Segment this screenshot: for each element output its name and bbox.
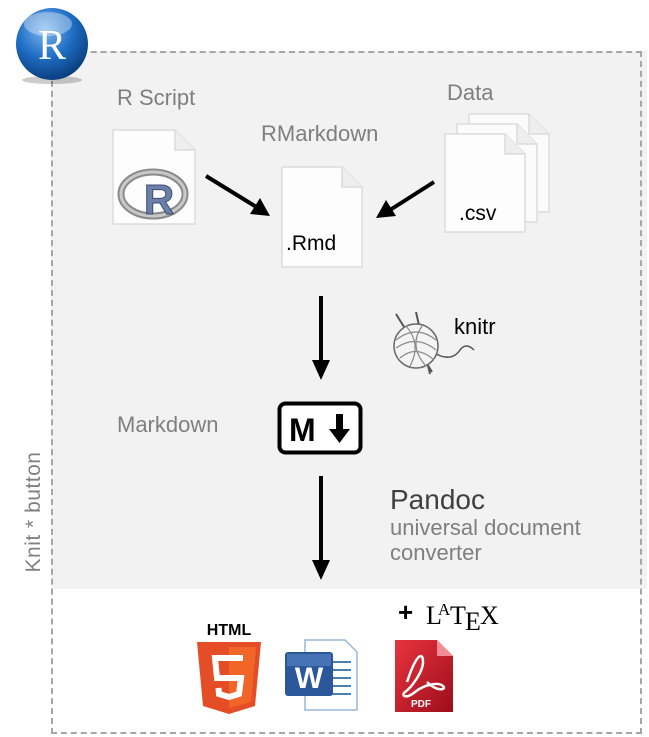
r-script-document-icon: R — [111, 128, 197, 226]
data-label: Data — [447, 80, 494, 105]
r-logo-letter: R — [38, 23, 66, 69]
html5-icon: HTML — [193, 620, 265, 716]
rmd-extension: .Rmd — [286, 232, 337, 255]
rmd-to-markdown-arrow — [310, 296, 332, 380]
svg-text:T: T — [450, 601, 466, 630]
plus-sign: + — [398, 597, 414, 627]
word-letter: W — [295, 662, 324, 695]
latex-wordmark: L A T E X — [426, 600, 499, 634]
word-document-icon: W — [283, 636, 359, 714]
pandoc-title: Pandoc — [390, 484, 485, 515]
r-logo-icon: R — [8, 4, 96, 84]
markdown-to-output-arrow — [310, 476, 332, 580]
svg-text:X: X — [480, 601, 499, 630]
pandoc-description-line2: converter — [390, 540, 482, 565]
markdown-label: Markdown — [117, 412, 219, 437]
pdf-document-icon: PDF — [393, 638, 455, 714]
csv-stack-icon — [443, 110, 553, 236]
r-script-label: R Script — [117, 85, 196, 110]
knit-frame — [51, 51, 642, 734]
html5-label: HTML — [207, 622, 252, 639]
knitr-label: knitr — [454, 314, 496, 339]
pandoc-description-line1: universal document — [390, 515, 581, 540]
markdown-mark-icon: M — [277, 401, 363, 455]
latex-logo: L A T E X — [425, 598, 505, 634]
r-script-to-rmd-arrow — [200, 170, 280, 222]
svg-text:L: L — [426, 601, 442, 630]
csv-extension: .csv — [459, 202, 497, 225]
knit-button-label: Knit * button — [22, 451, 45, 573]
svg-text:R: R — [144, 176, 174, 223]
knitr-yarn-icon — [386, 310, 486, 378]
pdf-label: PDF — [411, 699, 431, 710]
rmarkdown-label: RMarkdown — [261, 121, 379, 146]
svg-text:A: A — [438, 600, 451, 619]
markdown-mark-letter: M — [289, 412, 316, 448]
rmd-document-icon — [280, 165, 364, 269]
svg-text:E: E — [465, 607, 481, 634]
csv-to-rmd-arrow — [372, 178, 438, 222]
